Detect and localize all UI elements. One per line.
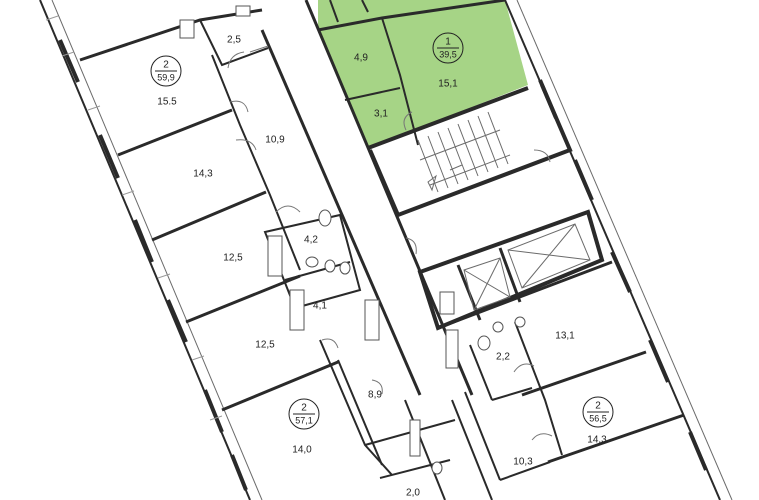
door-swings [227,45,553,441]
apartment-total-area: 57,1 [295,415,313,425]
room-label: 12,5 [255,340,275,351]
apartment-room-count: 2 [595,401,601,412]
apartment-badge-top-center[interactable]: 1 39,5 [432,32,464,64]
apartment-room-count: 2 [301,403,307,414]
apartment-room-count: 2 [163,60,169,71]
top-center-walls [317,0,529,150]
apartment-badge-upper-left[interactable]: 2 59,9 [150,55,182,87]
apartment-total-area: 59,9 [157,72,175,82]
room-label: 10,9 [265,135,285,146]
windows-left [45,15,223,421]
room-label: 15,1 [438,79,458,90]
apartment-badge-right[interactable]: 2 56,5 [582,396,614,428]
room-label: 4,9 [354,53,368,64]
room-label: 15.5 [157,97,177,108]
room-label: 14,3 [193,169,213,180]
room-label: 2,0 [406,488,420,499]
room-label: 4,2 [304,235,318,246]
right-apartment-walls [437,260,685,481]
apartment-total-area: 39,5 [439,49,457,59]
room-labels: 4,9 15,1 3,1 2,5 15.5 10,9 14,3 4,2 12,5… [157,35,607,499]
room-label: 4,1 [313,301,327,312]
left-facade [39,0,263,500]
apartment-badge-lower-left[interactable]: 2 57,1 [288,398,320,430]
apartment-total-area: 56,5 [589,413,607,423]
room-label: 10,3 [513,457,533,468]
stair-core [368,84,573,218]
apartment-room-count: 1 [445,37,451,48]
room-label: 12,5 [223,253,243,264]
highlighted-apartment[interactable] [318,0,528,148]
room-label: 14,0 [292,445,312,456]
room-label: 14,3 [587,435,607,446]
room-label: 13,1 [555,331,575,342]
room-label: 2,2 [496,352,510,363]
room-label: 3,1 [374,109,388,120]
room-label: 8,9 [368,390,382,401]
bathroom-fixtures [179,5,526,475]
elevator-shafts [417,209,605,331]
right-facade [504,0,733,500]
room-label: 2,5 [227,35,241,46]
